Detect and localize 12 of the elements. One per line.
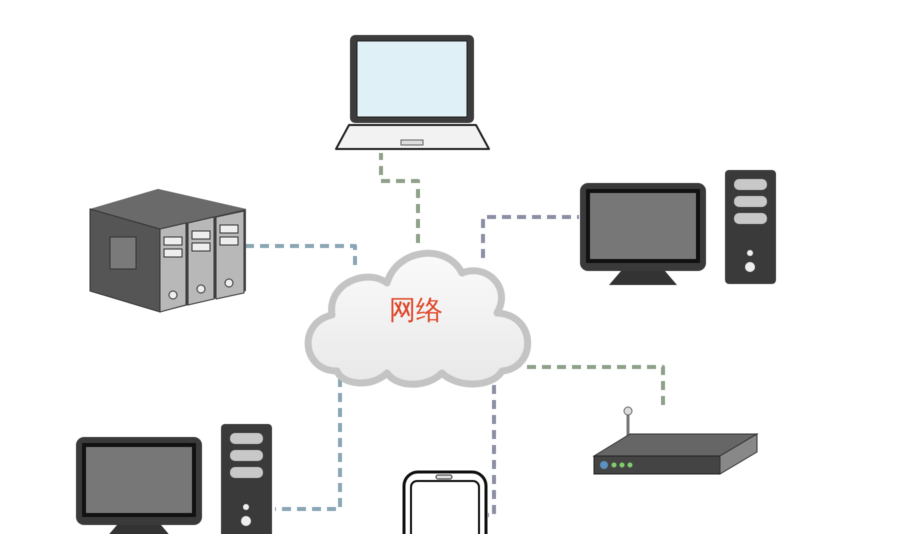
desktop-computer-drawing	[75, 423, 275, 534]
server-rack-drawing	[88, 187, 246, 313]
laptop-drawing	[335, 33, 490, 153]
dashed-connector	[481, 215, 579, 258]
dashed-connector	[488, 385, 496, 517]
smartphone-drawing	[402, 470, 488, 534]
network-label: 网络	[389, 295, 443, 327]
dashed-connector	[379, 153, 420, 243]
dashed-connector	[527, 365, 665, 406]
desktop-computer-drawing	[579, 169, 777, 286]
dashed-connector	[246, 244, 357, 265]
dashed-connector	[275, 378, 342, 511]
